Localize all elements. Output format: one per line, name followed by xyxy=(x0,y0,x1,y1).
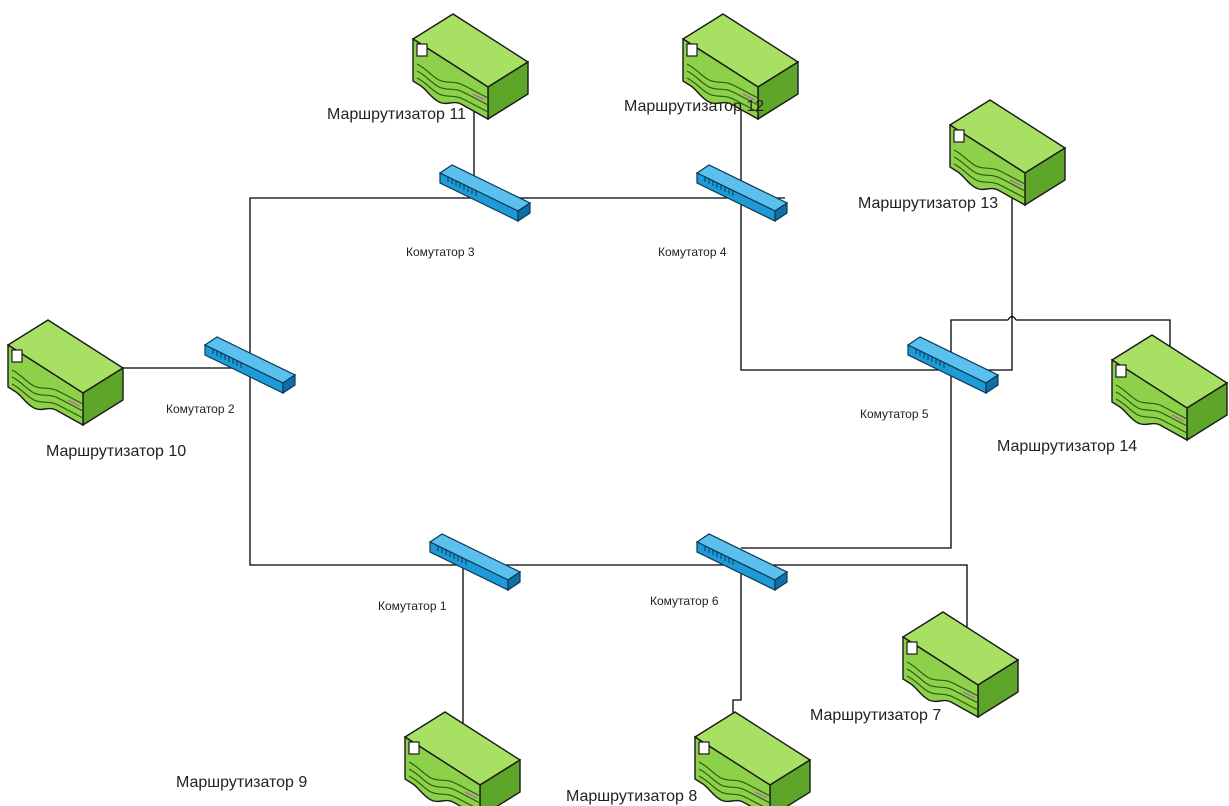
router-icon-13[interactable] xyxy=(949,99,1066,206)
router-label-12: Маршрутизатор 12 xyxy=(624,98,764,115)
router-icon-7[interactable] xyxy=(902,611,1019,718)
switch-icon-5[interactable] xyxy=(907,336,999,394)
link-s4-s5 xyxy=(740,198,990,371)
switch-label-1: Комутатор 1 xyxy=(378,599,447,613)
switch-label-4: Комутатор 4 xyxy=(658,245,727,259)
switch-icon-1[interactable] xyxy=(429,533,521,591)
router-label-10: Маршрутизатор 10 xyxy=(46,443,186,460)
switch-label-5: Комутатор 5 xyxy=(860,407,929,421)
router-icon-9[interactable] xyxy=(404,711,521,806)
link-s2-s1 xyxy=(249,360,785,566)
router-icon-11[interactable] xyxy=(412,13,529,120)
router-label-14: Маршрутизатор 14 xyxy=(997,438,1137,455)
switch-label-6: Комутатор 6 xyxy=(650,594,719,608)
switch-label-3: Комутатор 3 xyxy=(406,245,475,259)
switch-label-2: Комутатор 2 xyxy=(166,402,235,416)
router-icon-14[interactable] xyxy=(1111,334,1228,441)
router-label-13: Маршрутизатор 13 xyxy=(858,195,998,212)
switch-icon-3[interactable] xyxy=(439,164,531,222)
router-label-9: Маршрутизатор 9 xyxy=(176,774,307,791)
switch-icon-6[interactable] xyxy=(696,533,788,591)
link-s6-s5 xyxy=(741,319,1008,549)
link-s2-s3 xyxy=(249,197,785,360)
link-s5-r13 xyxy=(990,165,1013,371)
router-icon-10[interactable] xyxy=(7,319,124,426)
router-label-7: Маршрутизатор 7 xyxy=(810,707,941,724)
switch-icon-4[interactable] xyxy=(696,164,788,222)
router-icon-8[interactable] xyxy=(694,711,811,806)
router-label-11: Маршрутизатор 11 xyxy=(327,106,466,123)
router-label-8: Маршрутизатор 8 xyxy=(566,788,697,805)
